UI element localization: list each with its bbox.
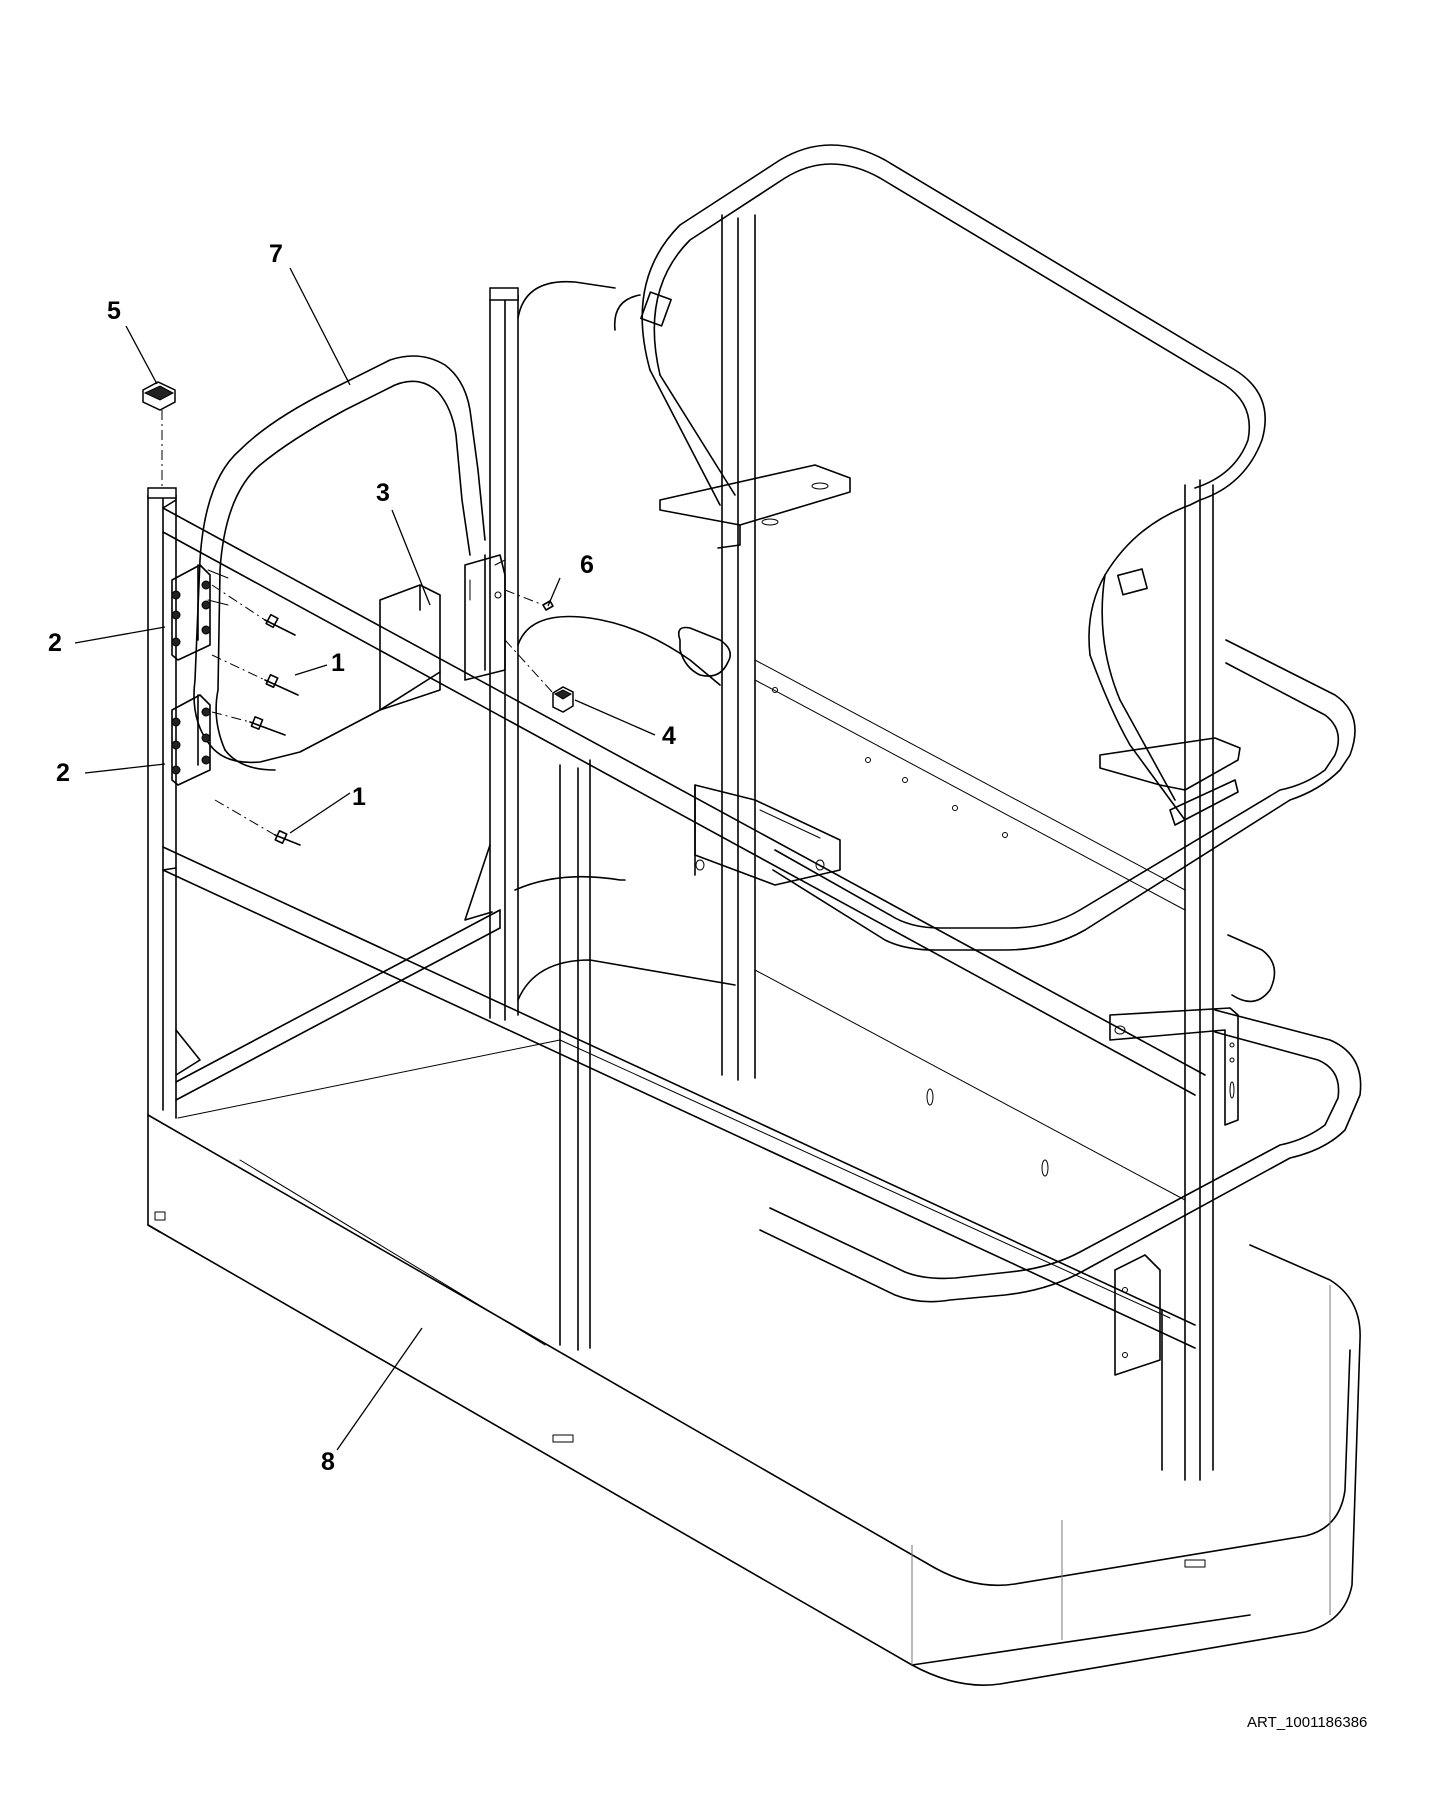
art-reference-id: ART_1001186386 — [1247, 1714, 1367, 1731]
callout-2-lower: 2 — [56, 759, 70, 787]
callout-3: 3 — [376, 479, 390, 507]
swing-gate — [193, 355, 506, 771]
callout-7: 7 — [269, 240, 283, 268]
rear-top-rail — [613, 144, 1362, 1481]
screw-part-6 — [504, 589, 554, 611]
callout-6: 6 — [580, 551, 594, 579]
callout-2-upper: 2 — [48, 629, 62, 657]
hinges — [171, 564, 229, 786]
bolts — [211, 584, 301, 846]
end-cap-part-5 — [142, 381, 176, 488]
floor-toe-board — [147, 1039, 1361, 1686]
bumper-part-4 — [504, 639, 574, 713]
callout-5: 5 — [107, 297, 121, 325]
callout-1-upper: 1 — [331, 649, 345, 677]
brackets — [640, 291, 1276, 1376]
left-entry-frame — [147, 487, 1206, 1349]
callout-8: 8 — [321, 1448, 335, 1476]
center-posts — [464, 214, 756, 1351]
callout-labels: 5 7 3 6 4 1 1 2 2 8 — [48, 240, 676, 1476]
callout-4: 4 — [662, 722, 676, 750]
leader-lines — [74, 267, 656, 1451]
callout-1-lower: 1 — [352, 783, 366, 811]
